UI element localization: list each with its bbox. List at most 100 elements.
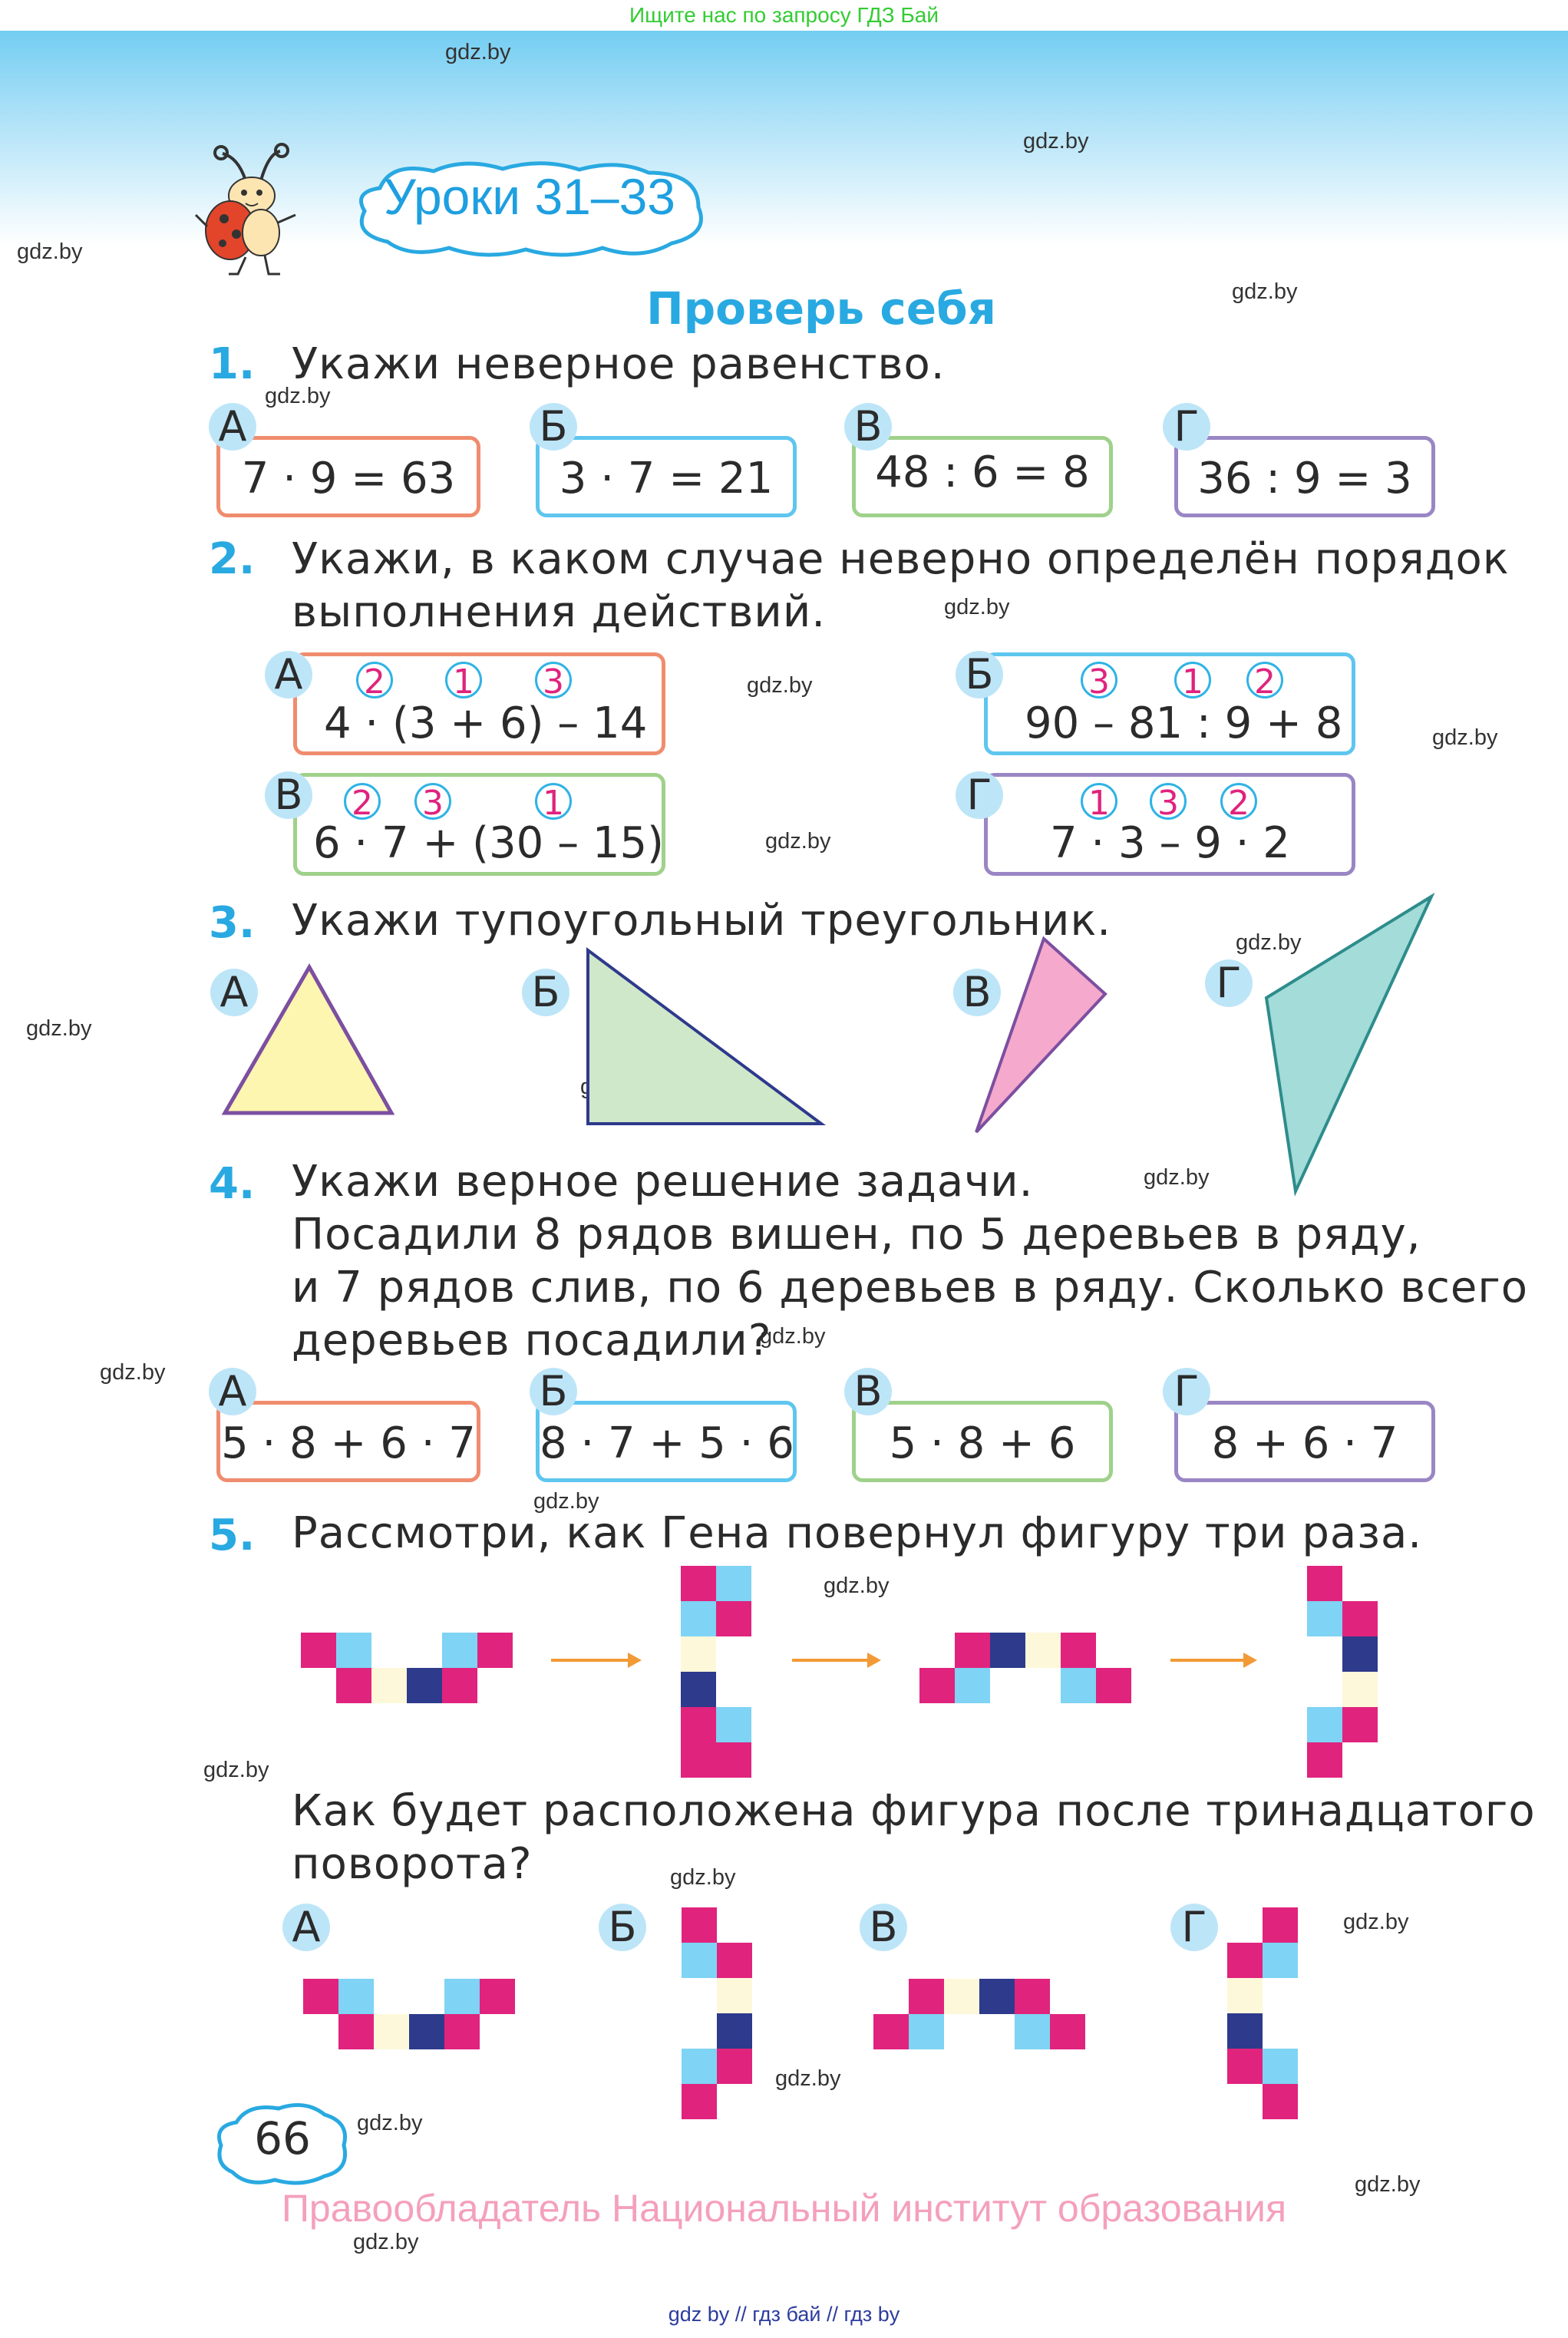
order-marker: 2 — [344, 783, 381, 822]
option-letter: В — [953, 969, 1001, 1016]
figure-rotation-1 — [681, 1566, 751, 1778]
triangle-c[interactable] — [967, 933, 1113, 1140]
watermark: gdz.by — [944, 595, 1010, 619]
option-text: 8 · 7 + 5 · 6 — [540, 1418, 794, 1468]
option-letter: Г — [1170, 1904, 1218, 1951]
option-letter: В — [844, 1368, 892, 1415]
option-letter: А — [210, 969, 258, 1016]
question-text: выполнения действий. — [292, 587, 827, 637]
question-number: 3. — [209, 898, 256, 948]
question-text: Укажи тупоугольный треугольник. — [292, 896, 1112, 946]
answer-option-a[interactable]: 7 · 9 = 63 — [216, 436, 480, 517]
option-letter: Г — [956, 771, 1003, 819]
top-search-note[interactable]: Ищите нас по запросу ГДЗ Бай — [0, 0, 1568, 31]
answer-option-a[interactable]: 5 · 8 + 6 · 7 — [216, 1401, 480, 1482]
option-letter: А — [265, 651, 312, 698]
answer-option-d[interactable]: 36 : 9 = 3 — [1174, 436, 1435, 517]
option-letter: А — [282, 1904, 330, 1951]
question-text: Как будет расположена фигура после трина… — [292, 1786, 1536, 1836]
watermark: gdz.by — [445, 40, 511, 64]
watermark: gdz.by — [775, 2066, 841, 2091]
option-letter: В — [860, 1904, 907, 1951]
option-text: 5 · 8 + 6 — [889, 1418, 1076, 1468]
answer-option-b[interactable] — [984, 652, 1355, 755]
option-expression: 4 · (3 + 6) – 14 — [324, 698, 648, 748]
answer-figure-c[interactable] — [873, 1979, 1085, 2049]
watermark: gdz.by — [17, 239, 83, 264]
question-number: 4. — [209, 1159, 256, 1209]
watermark: gdz.by — [1023, 129, 1089, 154]
watermark: gdz.by — [265, 384, 331, 408]
watermark: gdz.by — [1232, 279, 1298, 304]
answer-option-c[interactable]: 5 · 8 + 6 — [852, 1401, 1113, 1482]
question-text: Посадили 8 рядов вишен, по 5 деревьев в … — [292, 1210, 1421, 1260]
arrow-icon — [551, 1653, 642, 1668]
option-letter: Б — [530, 403, 577, 451]
section-subtitle: Проверь себя — [646, 282, 996, 335]
option-letter: Г — [1163, 403, 1210, 451]
watermark: gdz.by — [760, 1324, 826, 1349]
question-number: 5. — [209, 1511, 256, 1560]
option-expression: 6 · 7 + (30 – 15) — [313, 818, 664, 868]
watermark: gdz.by — [765, 829, 831, 854]
option-text: 36 : 9 = 3 — [1197, 454, 1412, 504]
option-text: 8 + 6 · 7 — [1211, 1418, 1398, 1468]
watermark: gdz.by — [357, 2111, 423, 2135]
question-text: деревьев посадили? — [292, 1316, 772, 1365]
figure-original — [301, 1633, 513, 1703]
watermark: gdz.by — [353, 2230, 419, 2254]
watermark: gdz.by — [533, 1489, 599, 1514]
option-text: 3 · 7 = 21 — [559, 454, 774, 504]
option-letter: Б — [522, 969, 569, 1016]
order-marker: 2 — [1246, 662, 1283, 701]
figure-rotation-2 — [919, 1633, 1131, 1703]
answer-figure-b[interactable] — [682, 1907, 752, 2119]
option-text: 48 : 6 = 8 — [875, 447, 1090, 497]
answer-option-c[interactable]: 48 : 6 = 8 — [852, 436, 1113, 517]
title-cloud-frame — [359, 161, 703, 257]
answer-figure-d[interactable] — [1227, 1907, 1298, 2119]
question-number: 1. — [209, 339, 256, 389]
page-title: Уроки 31–33 — [384, 168, 675, 225]
option-letter: Г — [1163, 1368, 1210, 1415]
watermark: gdz.by — [1144, 1165, 1210, 1190]
watermark: gdz.by — [26, 1016, 92, 1041]
order-marker: 1 — [535, 783, 572, 822]
order-marker: 1 — [1174, 662, 1211, 701]
arrow-icon — [792, 1653, 881, 1668]
triangle-a[interactable] — [219, 959, 403, 1121]
option-letter: В — [844, 403, 892, 451]
option-text: 7 · 9 = 63 — [241, 454, 456, 504]
option-letter: Г — [1205, 959, 1253, 1007]
answer-option-d[interactable]: 8 + 6 · 7 — [1174, 1401, 1435, 1482]
watermark: gdz.by — [670, 1865, 736, 1890]
option-letter: Б — [956, 651, 1003, 698]
option-expression: 7 · 3 – 9 · 2 — [1050, 818, 1290, 868]
question-text: поворота? — [292, 1839, 533, 1889]
option-letter: В — [265, 771, 312, 819]
order-marker: 1 — [445, 662, 482, 701]
order-marker: 3 — [1081, 662, 1117, 701]
answer-figure-a[interactable] — [303, 1979, 515, 2049]
option-letter: А — [209, 1368, 256, 1415]
triangle-d[interactable] — [1259, 890, 1443, 1197]
answer-option-a[interactable] — [293, 652, 665, 755]
order-marker: 2 — [356, 662, 393, 701]
question-text: Укажи, в каком случае неверно определён … — [292, 534, 1510, 584]
option-letter: А — [209, 403, 256, 451]
figure-rotation-3 — [1307, 1566, 1378, 1778]
answer-option-b[interactable]: 8 · 7 + 5 · 6 — [536, 1401, 797, 1482]
page-number-cloud — [217, 2103, 347, 2185]
order-marker: 1 — [1081, 783, 1117, 822]
question-text: и 7 рядов слив, по 6 деревьев в ряду. Ск… — [292, 1263, 1529, 1313]
watermark: gdz.by — [1236, 930, 1302, 955]
ladybug-icon — [194, 143, 296, 276]
bottom-links[interactable]: gdz by // гдз бай // гдз by — [668, 2303, 900, 2326]
order-marker: 3 — [535, 662, 572, 701]
triangle-b[interactable] — [582, 946, 827, 1130]
order-marker: 3 — [1150, 783, 1187, 822]
watermark: gdz.by — [100, 1360, 166, 1385]
answer-option-b[interactable]: 3 · 7 = 21 — [536, 436, 797, 517]
option-letter: Б — [530, 1368, 577, 1415]
